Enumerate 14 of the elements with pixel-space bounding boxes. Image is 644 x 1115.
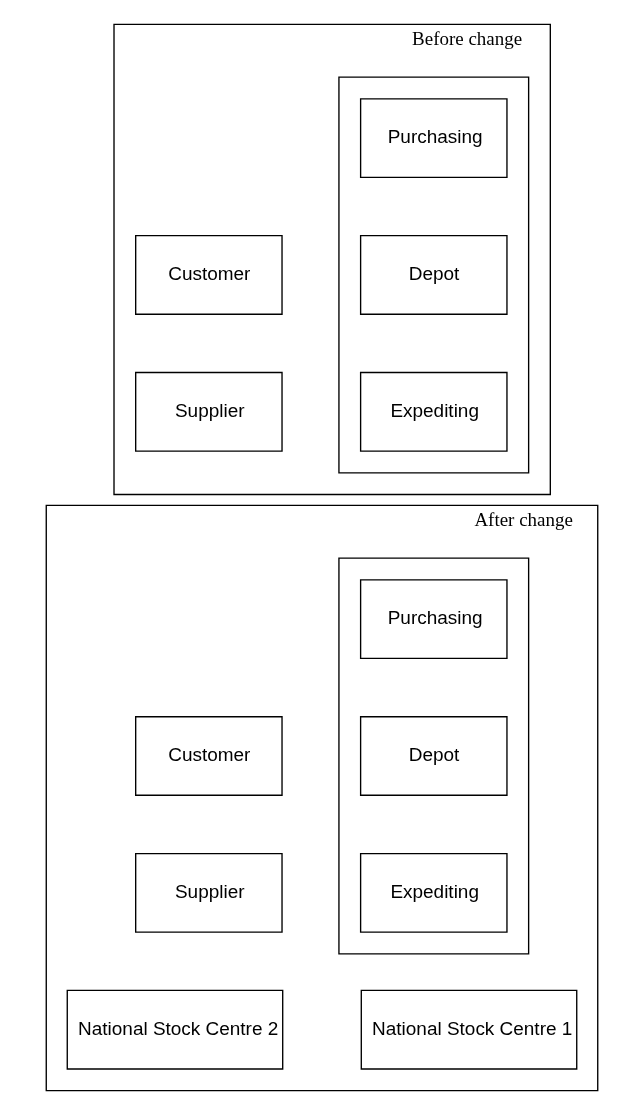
node-box: Depot: [359, 235, 508, 315]
node-box: Purchasing: [359, 98, 508, 179]
node-box: Depot: [359, 716, 508, 796]
node-box: National Stock Centre 1: [360, 989, 578, 1070]
node-box: Purchasing: [359, 579, 508, 660]
node-box: Supplier: [135, 852, 283, 933]
node-box: National Stock Centre 2: [66, 989, 284, 1070]
node-box: Customer: [135, 235, 283, 315]
node-box: Customer: [135, 716, 283, 796]
cluster: [338, 557, 530, 955]
node-box: Expediting: [359, 852, 508, 933]
node-box: Expediting: [359, 371, 508, 452]
node-box: Supplier: [135, 371, 283, 452]
cluster: [338, 76, 530, 474]
